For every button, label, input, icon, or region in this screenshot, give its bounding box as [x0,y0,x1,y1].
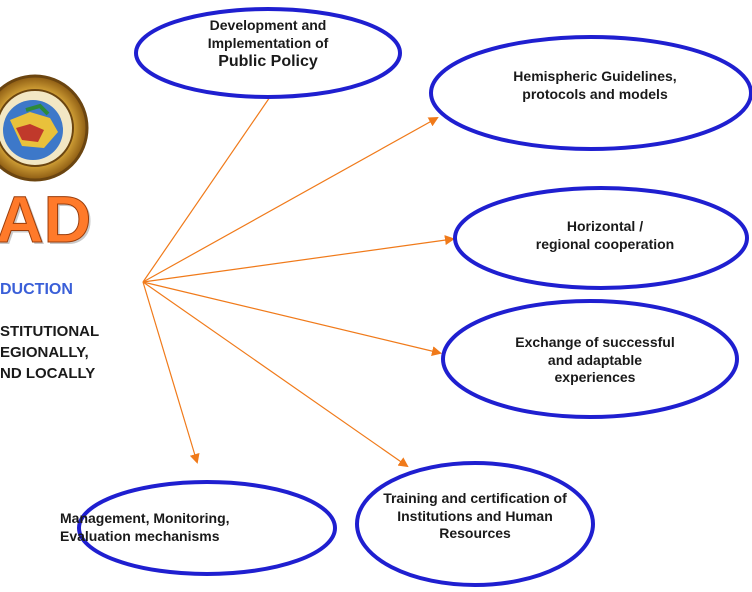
node-ellipse-horizontal [453,186,749,290]
scope-line-2: EGIONALLY, [0,344,89,361]
intro-heading: DUCTION [0,281,73,298]
node-ellipse-hemispheric [429,35,752,151]
node-label-management: Management, Monitoring, Evaluation mecha… [60,510,230,544]
arrow-to-training [142,281,409,468]
scope-line-1: STITUTIONAL [0,323,100,340]
connector-arrows [142,76,455,468]
node-ellipse-public-policy [134,7,402,99]
node-ellipse-management [77,480,337,576]
node-label-horizontal: Horizontal / regional cooperation [535,218,675,252]
scope-line-3: ND LOCALLY [0,365,96,382]
acronym-logo-text: AD [0,182,92,256]
node-label-hemispheric: Hemispheric Guidelines, protocols and mo… [513,68,677,102]
arrow-to-hemispheric [142,117,439,283]
oas-seal-logo [0,74,89,182]
arrow-to-management [142,281,200,464]
node-label-training: Training and certification of Institutio… [383,490,567,541]
node-label-public-policy: Development and Implementation of Public… [207,17,329,70]
arrow-to-public-policy [142,76,285,283]
arrow-to-horizontal [142,235,455,283]
node-ellipse-training [355,461,595,587]
node-ellipse-exchange [441,299,739,419]
arrow-to-exchange [142,281,442,357]
node-label-exchange: Exchange of successful and adaptable exp… [515,334,675,385]
